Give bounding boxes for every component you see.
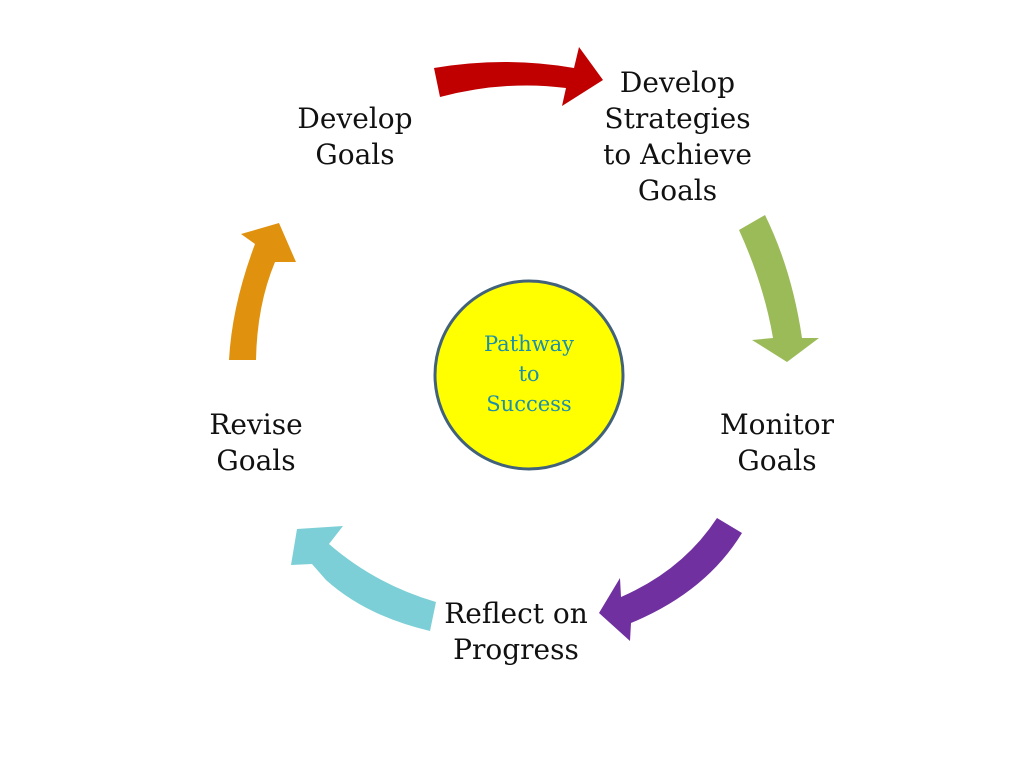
node-develop-strategies-line-2: Strategies	[604, 102, 751, 135]
node-develop-strategies: Develop Strategies to Achieve Goals	[585, 65, 770, 209]
node-develop-strategies-line-1: Develop	[619, 66, 736, 99]
node-develop-goals-line-2: Goals	[315, 138, 395, 171]
node-develop-goals-line-1: Develop	[297, 102, 413, 135]
node-monitor-goals-line-2: Goals	[737, 444, 817, 477]
node-reflect-on-progress: Reflect on Progress	[431, 596, 601, 668]
node-reflect-on-progress-line-1: Reflect on	[444, 597, 588, 630]
arrow-monitor-to-reflect	[599, 518, 742, 641]
node-monitor-goals-line-1: Monitor	[719, 408, 834, 441]
node-develop-strategies-line-3: to Achieve	[603, 138, 752, 171]
node-develop-strategies-line-4: Goals	[637, 174, 718, 207]
center-label-line-2: to	[518, 362, 540, 386]
arrow-strategies-to-monitor	[739, 215, 819, 362]
center-label-line-1: Pathway	[483, 332, 575, 356]
node-revise-goals: Revise Goals	[183, 407, 329, 479]
node-revise-goals-line-1: Revise	[209, 408, 303, 441]
node-monitor-goals: Monitor Goals	[702, 407, 852, 479]
center-circle	[433, 279, 625, 471]
node-revise-goals-line-2: Goals	[216, 444, 296, 477]
arrow-reflect-to-revise	[291, 526, 436, 631]
node-develop-goals: Develop Goals	[280, 101, 430, 173]
center-label: Pathway to Success	[446, 329, 612, 419]
arrow-develop-goals-to-strategies	[434, 47, 603, 106]
center-label-line-3: Success	[486, 392, 572, 416]
node-reflect-on-progress-line-2: Progress	[453, 633, 579, 666]
arrow-revise-to-develop	[229, 223, 296, 360]
